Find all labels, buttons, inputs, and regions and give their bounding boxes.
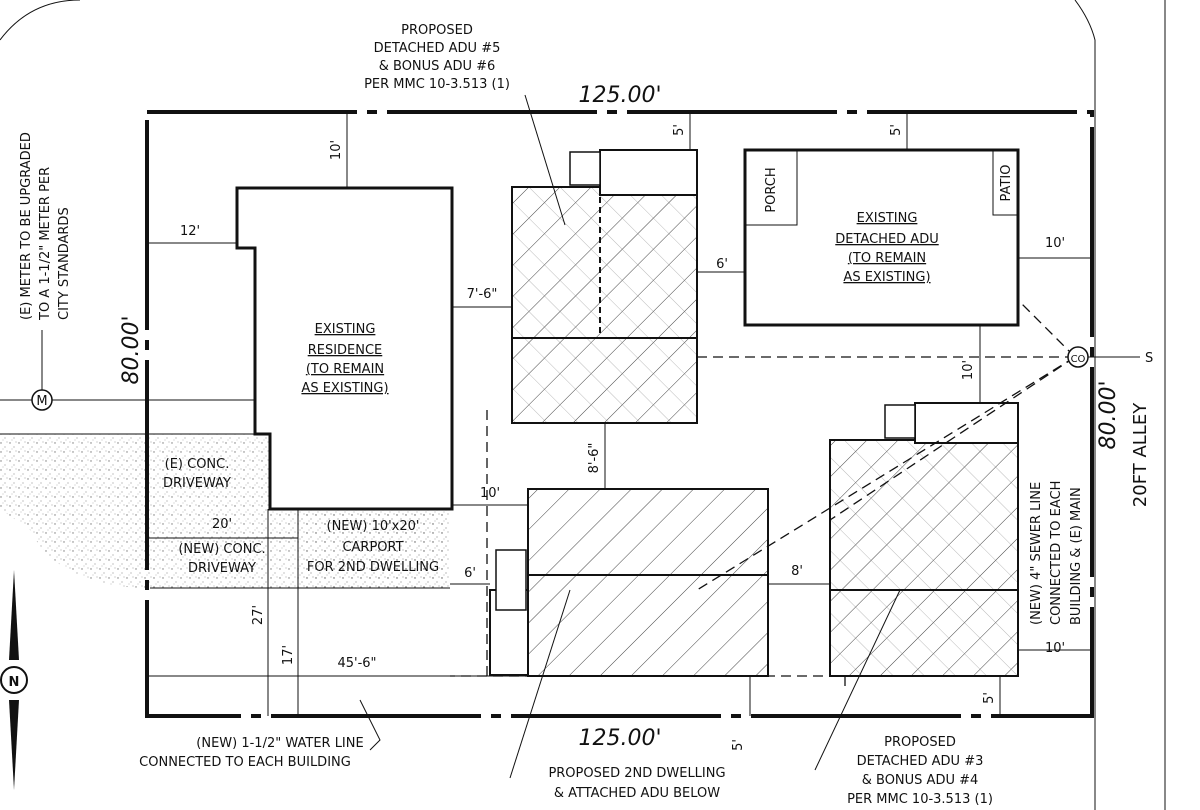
- svg-text:RESIDENCE: RESIDENCE: [308, 343, 383, 358]
- svg-text:DETACHED ADU #5: DETACHED ADU #5: [374, 41, 501, 56]
- existing-adu: [743, 148, 1020, 327]
- dim-right-depth: 80.00': [1096, 380, 1121, 449]
- svg-text:PER MMC 10-3.513 (1): PER MMC 10-3.513 (1): [364, 77, 510, 92]
- label-existing-adu: EXISTING DETACHED ADU (TO REMAIN AS EXIS…: [835, 211, 938, 285]
- svg-text:DETACHED ADU #3: DETACHED ADU #3: [857, 754, 984, 769]
- svg-text:PROPOSED 2ND DWELLING: PROPOSED 2ND DWELLING: [548, 766, 725, 781]
- svg-text:BUILDING & (E) MAIN: BUILDING & (E) MAIN: [1069, 487, 1084, 625]
- dim-water-line-run: 45'-6": [337, 656, 376, 671]
- dim-setback-bottom-adu34: 5': [982, 692, 997, 704]
- label-adu56: PROPOSED DETACHED ADU #5 & BONUS ADU #6 …: [364, 23, 510, 92]
- dim-gap-existing-adu-adu34: 10': [961, 360, 976, 380]
- dim-setback-right-adu34: 10': [1045, 641, 1065, 656]
- leader-lines: [359, 94, 901, 779]
- dim-setback-top-existing-adu: 5': [889, 124, 904, 136]
- dim-gap-adu56-existing: 6': [716, 257, 728, 272]
- label-new-driveway: (NEW) CONC. DRIVEWAY: [178, 542, 265, 576]
- label-alley: 20FT ALLEY: [1130, 402, 1151, 507]
- svg-text:(TO REMAIN: (TO REMAIN: [848, 251, 926, 266]
- label-adu34: PROPOSED DETACHED ADU #3 & BONUS ADU #4 …: [847, 735, 993, 807]
- proposed-2nd-dwelling: [489, 488, 769, 677]
- carport: [298, 509, 450, 588]
- svg-text:(NEW) 10'x20': (NEW) 10'x20': [327, 519, 420, 534]
- sewer-symbol: S: [1145, 351, 1153, 366]
- svg-text:(NEW) CONC.: (NEW) CONC.: [178, 542, 265, 557]
- label-existing-driveway: (E) CONC. DRIVEWAY: [163, 457, 231, 491]
- property-line: [145, 110, 1094, 718]
- existing-driveway: [0, 434, 270, 509]
- svg-text:PROPOSED: PROPOSED: [401, 23, 473, 38]
- dim-carport-gap: 6': [464, 566, 476, 581]
- label-sewer: (NEW) 4" SEWER LINE CONNECTED TO EACH BU…: [1029, 481, 1084, 625]
- cleanout-symbol: CO: [1071, 354, 1086, 365]
- svg-text:EXISTING: EXISTING: [857, 211, 918, 226]
- svg-text:CONNECTED TO EACH: CONNECTED TO EACH: [1049, 481, 1064, 625]
- dim-left-depth: 80.00': [119, 315, 144, 384]
- svg-text:CITY STANDARDS: CITY STANDARDS: [57, 207, 72, 320]
- svg-text:EXISTING: EXISTING: [315, 322, 376, 337]
- svg-text:& BONUS ADU #6: & BONUS ADU #6: [379, 59, 496, 74]
- dim-gap-dwelling-adu34: 8': [791, 564, 803, 579]
- dim-setback-top-adu56: 5': [672, 124, 687, 136]
- meter-symbol: M: [36, 394, 47, 409]
- svg-text:AS EXISTING): AS EXISTING): [843, 270, 930, 285]
- svg-text:PER MMC 10-3.513 (1): PER MMC 10-3.513 (1): [847, 792, 993, 807]
- label-patio: PATIO: [999, 165, 1014, 202]
- existing-residence: [235, 186, 454, 511]
- svg-text:& ATTACHED ADU BELOW: & ATTACHED ADU BELOW: [554, 786, 720, 801]
- proposed-adu-5-6: [511, 149, 698, 424]
- label-meter: (E) METER TO BE UPGRADED TO A 1-1/2" MET…: [19, 132, 72, 321]
- dim-gap-adu56-dwelling: 8'-6": [587, 443, 602, 474]
- cleanout-icon: [1067, 346, 1089, 368]
- svg-text:& BONUS ADU #4: & BONUS ADU #4: [862, 773, 979, 788]
- label-water: (NEW) 1-1/2" WATER LINE CONNECTED TO EAC…: [139, 736, 364, 770]
- dim-driveway-width: 20': [212, 517, 232, 532]
- label-carport: (NEW) 10'x20' CARPORT FOR 2ND DWELLING: [307, 519, 439, 575]
- water-line: [486, 410, 846, 690]
- dim-setback-right-existing-adu: 10': [1045, 236, 1065, 251]
- svg-text:(NEW) 4" SEWER LINE: (NEW) 4" SEWER LINE: [1029, 482, 1044, 625]
- dimension-lines: [147, 112, 1092, 716]
- svg-text:AS EXISTING): AS EXISTING): [301, 381, 388, 396]
- dim-setback-top-residence: 10': [329, 140, 344, 160]
- svg-text:(E) METER TO BE UPGRADED: (E) METER TO BE UPGRADED: [19, 132, 34, 320]
- dim-bottom-width: 125.00': [578, 726, 661, 751]
- svg-text:CONNECTED TO EACH BUILDING: CONNECTED TO EACH BUILDING: [139, 755, 351, 770]
- street-curb-curve: [0, 0, 81, 41]
- dim-gap-residence-adu56: 7'-6": [467, 287, 498, 302]
- dim-setback-left-residence: 12': [180, 224, 200, 239]
- label-residence: EXISTING RESIDENCE (TO REMAIN AS EXISTIN…: [301, 322, 388, 396]
- svg-text:DRIVEWAY: DRIVEWAY: [163, 476, 231, 491]
- dim-gap-residence-dwelling: 10': [480, 486, 500, 501]
- svg-text:TO A 1-1/2" METER PER: TO A 1-1/2" METER PER: [38, 167, 53, 321]
- svg-text:(E) CONC.: (E) CONC.: [165, 457, 230, 472]
- svg-text:PROPOSED: PROPOSED: [884, 735, 956, 750]
- proposed-adu-3-4: [829, 402, 1019, 677]
- label-porch: PORCH: [764, 167, 779, 212]
- dim-setback-bottom-dwelling: 5': [731, 739, 746, 751]
- meter-icon: [31, 389, 53, 411]
- alley-edge: [1074, 0, 1096, 810]
- dim-left-17: 17': [281, 645, 296, 665]
- svg-text:CARPORT: CARPORT: [342, 540, 403, 555]
- svg-text:DRIVEWAY: DRIVEWAY: [188, 561, 256, 576]
- svg-text:(TO REMAIN: (TO REMAIN: [306, 362, 384, 377]
- dim-left-27: 27': [251, 605, 266, 625]
- north-symbol: N: [9, 675, 20, 690]
- dim-top-width: 125.00': [578, 83, 661, 108]
- svg-text:(NEW) 1-1/2" WATER LINE: (NEW) 1-1/2" WATER LINE: [196, 736, 363, 751]
- svg-text:DETACHED ADU: DETACHED ADU: [835, 232, 938, 247]
- north-arrow-icon: [0, 570, 28, 790]
- svg-text:FOR 2ND DWELLING: FOR 2ND DWELLING: [307, 560, 439, 575]
- label-dwelling: PROPOSED 2ND DWELLING & ATTACHED ADU BEL…: [548, 766, 725, 801]
